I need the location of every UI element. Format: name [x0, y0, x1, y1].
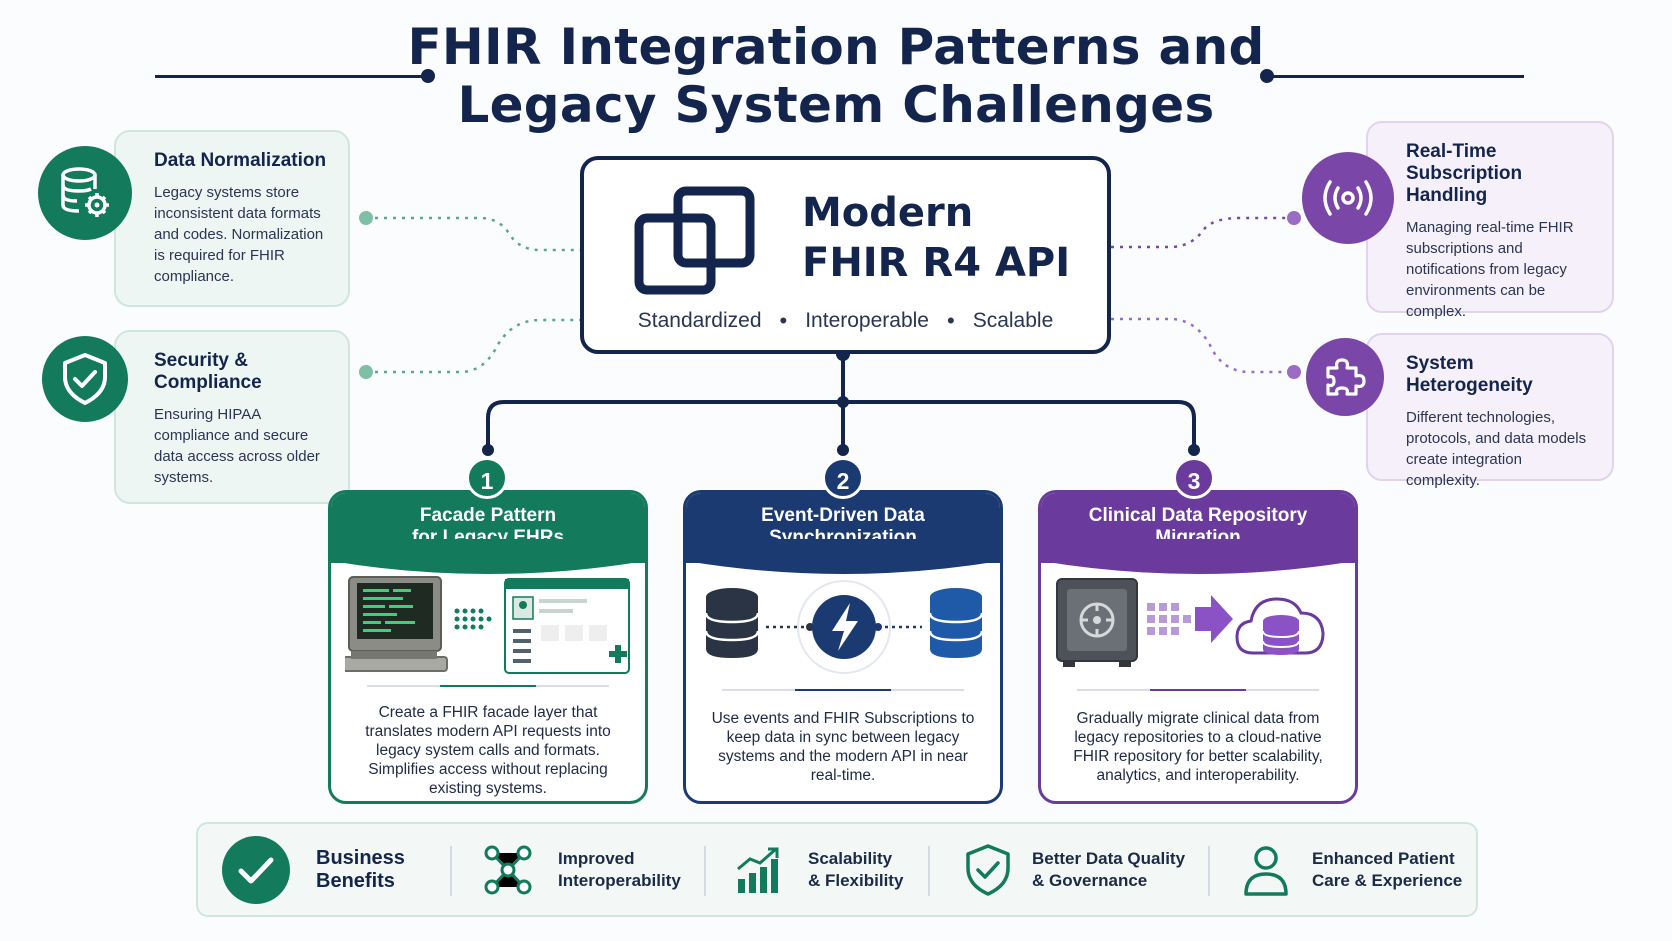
event-sync-illustration — [704, 580, 984, 674]
page-title: FHIR Integration Patterns and Legacy Sys… — [0, 18, 1672, 134]
pattern-body: Use events and FHIR Subscriptions to kee… — [711, 710, 975, 784]
title-rule-right — [1268, 75, 1524, 78]
benefit-item: Scalability & Flexibility — [734, 824, 903, 915]
modern-database-icon — [928, 588, 984, 658]
fhir-api-box: Modern FHIR R4 API Standardized • Intero… — [580, 156, 1111, 354]
benefit-divider — [928, 846, 930, 896]
pattern-number-badge: 1 — [466, 457, 508, 499]
title-line-1: FHIR Integration Patterns and — [407, 18, 1265, 76]
pattern-card-cdr-migration: Clinical Data Repository Migration Gradu… — [1038, 490, 1358, 804]
growth-chart-icon — [737, 847, 779, 893]
api-tag-scalable: Scalable — [972, 309, 1054, 332]
challenge-title: System Heterogeneity — [1406, 353, 1533, 396]
pattern-body: Gradually migrate clinical data from leg… — [1073, 710, 1323, 784]
benefit-divider — [450, 846, 452, 896]
api-tags: Standardized • Interoperable • Scalable — [584, 308, 1107, 334]
benefit-item: Better Data Quality & Governance — [964, 824, 1185, 915]
pattern-header-curve — [331, 539, 645, 574]
legacy-database-icon — [704, 588, 760, 658]
pattern-card-facade: Facade Pattern for Legacy EHRs Cre — [328, 490, 648, 804]
challenge-body: Ensuring HIPAA compliance and secure dat… — [154, 406, 320, 486]
overlapping-squares-icon — [634, 186, 755, 295]
challenge-title: Data Normalization — [154, 150, 327, 171]
challenge-card-system-heterogeneity: System Heterogeneity Different technolog… — [1366, 333, 1614, 489]
legacy-to-modern-illustration — [345, 576, 630, 674]
pattern-number-badge: 2 — [822, 457, 864, 499]
shield-check-icon — [42, 336, 128, 422]
pattern-divider — [367, 685, 609, 687]
benefit-divider — [1208, 846, 1210, 896]
benefit-label: Scalability & Flexibility — [808, 848, 904, 890]
database-gear-icon — [38, 146, 132, 240]
pattern-header-curve — [1041, 539, 1355, 574]
pattern-card-event-driven: Event-Driven Data Synchronization Use ev… — [683, 490, 1003, 804]
pattern-header-curve — [686, 539, 1000, 574]
challenge-body: Different technologies, protocols, and d… — [1406, 409, 1587, 489]
benefits-heading-label: Business Benefits — [316, 846, 405, 892]
title-dot-right — [1260, 69, 1274, 83]
title-rule-left — [155, 75, 427, 78]
benefit-label: Improved Interoperability — [558, 848, 681, 890]
title-line-2: Legacy System Challenges — [457, 76, 1215, 134]
benefit-item: Improved Interoperability — [482, 824, 681, 915]
api-tag-interoperable: Interoperable — [805, 309, 929, 332]
api-tag-standardized: Standardized — [637, 309, 762, 332]
benefit-divider — [704, 846, 706, 896]
pattern-number-badge: 3 — [1173, 457, 1215, 499]
shield-check-icon — [966, 843, 1010, 896]
pattern-divider — [722, 689, 964, 691]
api-tag-separator: • — [946, 308, 955, 333]
benefit-item: Enhanced Patient Care & Experience — [1242, 824, 1462, 915]
benefit-label: Enhanced Patient Care & Experience — [1312, 848, 1463, 890]
check-circle-icon — [222, 835, 290, 904]
pattern-divider — [1077, 689, 1319, 691]
challenge-card-realtime-subscription: Real-Time Subscription Handling Managing… — [1366, 121, 1614, 320]
migration-illustration — [1056, 578, 1325, 667]
challenge-title: Security & Compliance — [154, 350, 262, 393]
challenge-body: Managing real-time FHIR subscriptions an… — [1406, 219, 1574, 320]
network-icon — [484, 845, 532, 894]
broadcast-icon — [1302, 152, 1394, 244]
pattern-body: Create a FHIR facade layer that translat… — [365, 704, 611, 797]
challenge-card-data-normalization: Data Normalization Legacy systems store … — [114, 130, 350, 307]
benefit-label: Better Data Quality & Governance — [1032, 848, 1186, 890]
business-benefits-bar: Business Benefits Improved Interoperabil… — [196, 822, 1478, 917]
api-title: Modern FHIR R4 API — [802, 190, 1071, 286]
challenge-body: Legacy systems store inconsistent data f… — [154, 184, 324, 285]
person-icon — [1244, 845, 1288, 896]
title-dot-left — [421, 69, 435, 83]
vault-icon — [1056, 578, 1138, 667]
puzzle-icon — [1306, 338, 1384, 416]
api-tag-separator: • — [779, 308, 788, 333]
challenge-card-security-compliance: Security & Compliance Ensuring HIPAA com… — [114, 330, 350, 504]
benefits-heading: Business Benefits — [222, 824, 405, 915]
challenge-title: Real-Time Subscription Handling — [1406, 141, 1523, 206]
